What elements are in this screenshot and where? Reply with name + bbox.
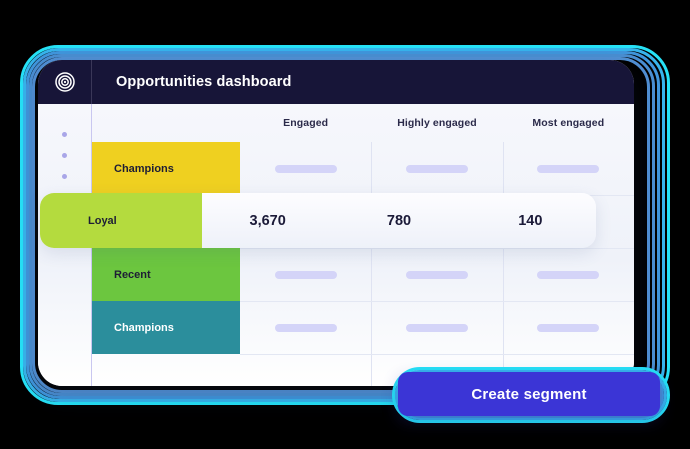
table-row[interactable]: Champions bbox=[92, 142, 634, 195]
placeholder-bar bbox=[405, 323, 468, 332]
column-separator-1 bbox=[371, 142, 372, 386]
row-label-recent: Recent bbox=[92, 248, 240, 301]
card-outline-blue-1 bbox=[23, 48, 665, 402]
card-outline-blue-4 bbox=[32, 57, 650, 393]
placeholder-bar bbox=[537, 164, 600, 173]
logo-cell[interactable] bbox=[38, 60, 92, 104]
highlighted-row-loyal[interactable]: Loyal 3,670 780 140 bbox=[40, 193, 596, 248]
card-outline-blue-2 bbox=[26, 51, 660, 399]
table-cell[interactable] bbox=[240, 142, 371, 195]
highlighted-value-highly-engaged: 780 bbox=[386, 212, 412, 229]
highlighted-value-most-engaged: 140 bbox=[518, 212, 543, 229]
placeholder-bar bbox=[405, 164, 468, 173]
create-segment-button[interactable]: Create segment bbox=[398, 372, 660, 416]
label-column-spacer bbox=[92, 104, 240, 142]
table-cell[interactable] bbox=[371, 142, 502, 195]
card-outline-cyan bbox=[20, 45, 670, 405]
table-cell[interactable] bbox=[240, 248, 371, 301]
placeholder-bar bbox=[537, 323, 600, 332]
page-title: Opportunities dashboard bbox=[116, 74, 292, 90]
placeholder-bar bbox=[537, 270, 600, 279]
placeholder-bar bbox=[274, 164, 337, 173]
table-cell[interactable] bbox=[503, 142, 634, 195]
table-row[interactable]: Champions bbox=[92, 301, 634, 354]
column-header-most-engaged: Most engaged bbox=[532, 117, 605, 129]
row-label-champions-teal: Champions bbox=[92, 301, 240, 354]
app-header: Opportunities dashboard bbox=[38, 60, 634, 104]
sidebar-dot-1[interactable] bbox=[62, 132, 67, 137]
table-row[interactable]: Recent bbox=[92, 248, 634, 301]
button-outline-blue-1 bbox=[395, 370, 667, 420]
row-separator bbox=[240, 354, 634, 355]
card-outline-blue-3 bbox=[29, 54, 655, 396]
column-header-engaged: Engaged bbox=[283, 117, 329, 129]
table-cell[interactable] bbox=[371, 301, 502, 354]
placeholder-bar bbox=[405, 270, 468, 279]
button-outline-cyan bbox=[392, 367, 670, 423]
row-label-champions-yellow: Champions bbox=[92, 142, 240, 195]
table-cell[interactable] bbox=[240, 301, 371, 354]
table-cell[interactable] bbox=[503, 301, 634, 354]
table-header-row: Engaged Highly engaged Most engaged bbox=[92, 104, 634, 142]
column-separator-2 bbox=[503, 142, 504, 386]
highlighted-row-label: Loyal bbox=[40, 193, 202, 248]
row-separator bbox=[240, 301, 634, 302]
target-icon bbox=[54, 72, 75, 92]
placeholder-bar bbox=[274, 323, 337, 332]
table-cell[interactable] bbox=[503, 248, 634, 301]
sidebar-dot-3[interactable] bbox=[62, 174, 67, 179]
row-separator bbox=[240, 248, 634, 249]
placeholder-bar bbox=[274, 270, 337, 279]
column-header-highly-engaged: Highly engaged bbox=[397, 117, 477, 129]
table-cell[interactable] bbox=[371, 248, 502, 301]
highlighted-value-engaged: 3,670 bbox=[249, 212, 286, 229]
sidebar-dot-2[interactable] bbox=[62, 153, 67, 158]
